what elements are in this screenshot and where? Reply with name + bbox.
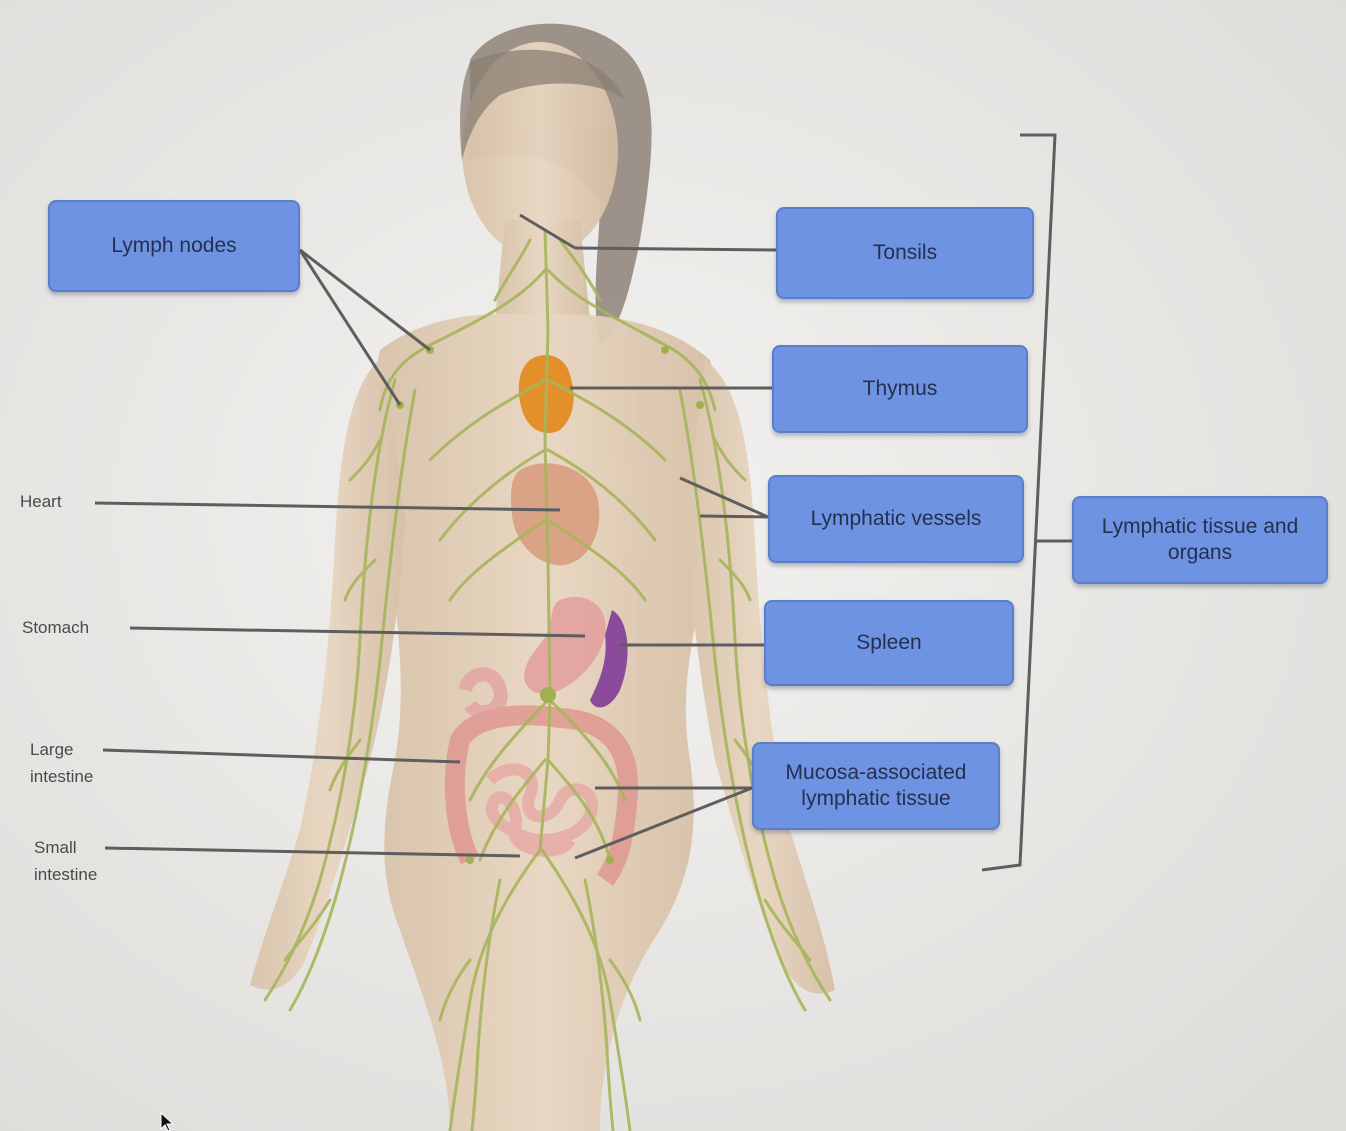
heart-label: Heart bbox=[20, 488, 62, 515]
thymus-box[interactable]: Thymus bbox=[772, 345, 1028, 433]
group-label-line-2: organs bbox=[1168, 540, 1232, 566]
small-intestine-label-line-1: Small bbox=[34, 834, 97, 861]
lymphatic-vessels-label: Lymphatic vessels bbox=[811, 506, 982, 532]
spleen-box[interactable]: Spleen bbox=[764, 600, 1014, 686]
malt-label-line-2: lymphatic tissue bbox=[801, 786, 950, 812]
lymphatic-tissue-and-organs-box[interactable]: Lymphatic tissue and organs bbox=[1072, 496, 1328, 584]
mouse-pointer-icon bbox=[160, 1112, 176, 1131]
mucosa-associated-lymphatic-tissue-box[interactable]: Mucosa-associated lymphatic tissue bbox=[752, 742, 1000, 830]
lymphatic-vessels-box[interactable]: Lymphatic vessels bbox=[768, 475, 1024, 563]
lymph-nodes-label: Lymph nodes bbox=[111, 233, 236, 259]
large-intestine-label-line-2: intestine bbox=[30, 763, 93, 790]
stomach-label: Stomach bbox=[22, 614, 89, 641]
malt-label-line-1: Mucosa-associated bbox=[786, 760, 967, 786]
thymus-label: Thymus bbox=[863, 376, 938, 402]
large-intestine-label: Large intestine bbox=[30, 736, 93, 790]
small-intestine-label: Small intestine bbox=[34, 834, 97, 888]
large-intestine-label-line-1: Large bbox=[30, 736, 93, 763]
spleen-label: Spleen bbox=[856, 630, 921, 656]
group-label-line-1: Lymphatic tissue and bbox=[1102, 514, 1299, 540]
tonsils-box[interactable]: Tonsils bbox=[776, 207, 1034, 299]
lymph-nodes-box[interactable]: Lymph nodes bbox=[48, 200, 300, 292]
small-intestine-label-line-2: intestine bbox=[34, 861, 97, 888]
tonsils-label: Tonsils bbox=[873, 240, 937, 266]
